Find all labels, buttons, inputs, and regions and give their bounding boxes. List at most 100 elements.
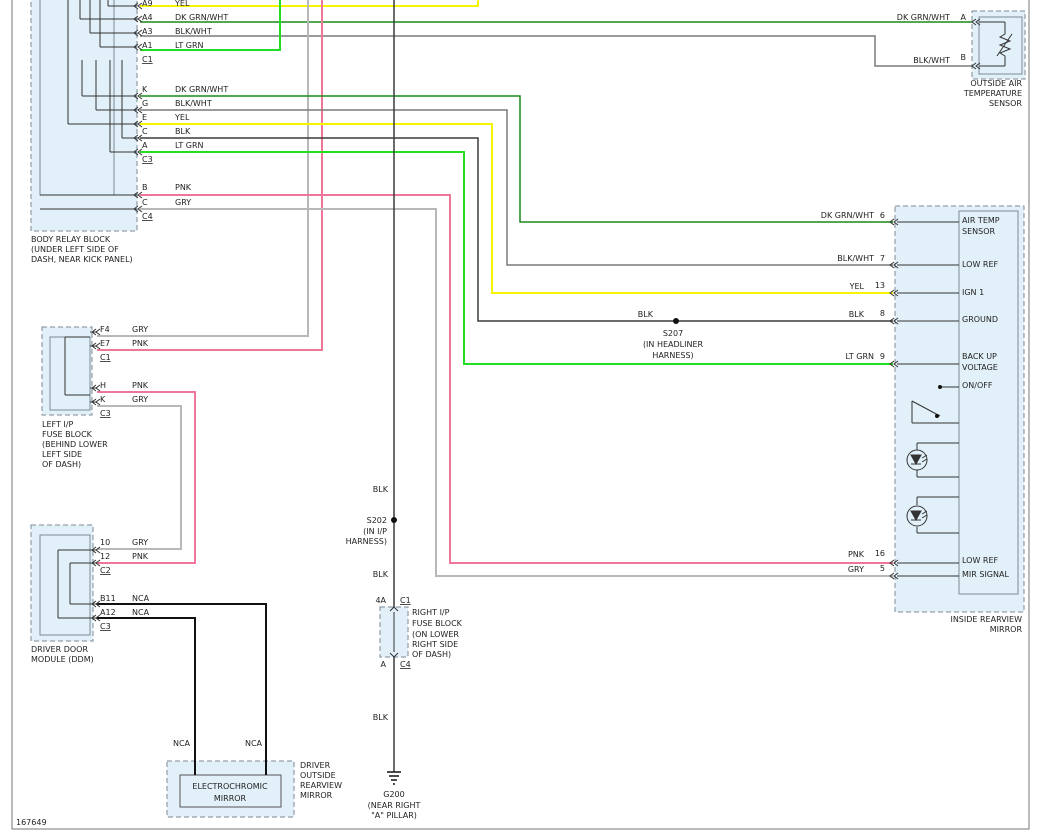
right-ip-fuse-block-label: RIGHT I/P	[412, 608, 450, 617]
diagram-label: HARNESS)	[652, 351, 693, 360]
driver-door-module: DRIVER DOOR MODULE (DDM)	[30, 524, 94, 664]
diagram-label: LOW REF	[962, 260, 999, 269]
diagram-label: E	[142, 113, 147, 122]
wire-blkwht-a3	[140, 35, 972, 67]
led-icon	[906, 505, 928, 527]
diagram-label: K	[100, 395, 106, 404]
diagram-label: 16	[875, 549, 885, 558]
body-relay-block: BODY RELAY BLOCK (UNDER LEFT SIDE OF DAS…	[30, 0, 138, 264]
connector-chevron-icon	[133, 15, 139, 23]
diagram-label: OF DASH)	[412, 650, 451, 659]
diagram-label: C4	[400, 660, 411, 669]
connector-chevron-icon	[91, 559, 97, 567]
diagram-label: MODULE (DDM)	[31, 655, 94, 664]
diagram-label: DASH, NEAR KICK PANEL)	[31, 255, 133, 264]
diagram-id: 167649	[16, 818, 47, 827]
diagram-label: BLK	[175, 127, 191, 136]
diagram-label: GRY	[848, 565, 864, 574]
driver-outside-mirror-label: DRIVER	[300, 761, 331, 770]
diagram-label: PNK	[132, 339, 149, 348]
diagram-label: MIRROR	[300, 791, 333, 800]
connector-chevron-icon	[91, 546, 97, 554]
diagram-label: GROUND	[962, 315, 998, 324]
diagram-label: REARVIEW	[300, 781, 342, 790]
diagram-label: IGN 1	[962, 288, 984, 297]
connector-chevron-icon	[893, 218, 899, 226]
wire-pnk-b	[140, 194, 893, 564]
wire-gry-k	[97, 405, 182, 550]
connector-chevron-icon	[95, 559, 101, 567]
diagram-label: NCA	[173, 739, 191, 748]
diagram-label: PNK	[132, 381, 149, 390]
wire-blk-c	[140, 137, 893, 322]
diagram-label: DK GRN/WHT	[175, 13, 228, 22]
diagram-label: MIRROR	[214, 794, 247, 803]
diagram-label: C	[142, 127, 148, 136]
diagram-label: YEL	[849, 282, 865, 291]
diagram-label: 10	[100, 538, 110, 547]
connector-chevron-icon	[889, 360, 895, 368]
ground-icon	[387, 771, 401, 785]
diagram-label: SENSOR	[989, 99, 1022, 108]
diagram-label: LT GRN	[175, 41, 204, 50]
diagram-label: B	[142, 183, 148, 192]
wire-blkwht-g	[140, 109, 893, 266]
connector-chevron-icon	[893, 261, 899, 269]
thermistor-icon	[998, 30, 1012, 60]
connector-chevron-icon	[975, 62, 981, 70]
diagram-label: DK GRN/WHT	[897, 13, 950, 22]
diagram-label: A	[381, 660, 387, 669]
connector-chevron-icon	[137, 2, 143, 10]
diagram-label: "A" PILLAR)	[371, 811, 417, 820]
wire-nca-b11	[97, 603, 267, 775]
connector-chevron-icon	[95, 328, 101, 336]
connector-chevron-icon	[889, 218, 895, 226]
diagram-label: RIGHT SIDE	[412, 640, 458, 649]
wire-pnk-h	[97, 391, 196, 564]
diagram-label: BLK	[373, 570, 389, 579]
diagram-label: TEMPERATURE	[963, 89, 1022, 98]
diagram-label: YEL	[174, 113, 190, 122]
diagram-label: GRY	[132, 325, 148, 334]
left-ip-fuse-block: LEFT I/P FUSE BLOCK (BEHIND LOWER LEFT S…	[41, 326, 108, 469]
diagram-label: VOLTAGE	[962, 363, 998, 372]
diagram-label: A4	[142, 13, 153, 22]
diagram-label: BLK	[638, 310, 654, 319]
diagram-label: C2	[100, 566, 111, 575]
connector-chevron-icon	[137, 191, 143, 199]
inside-mirror-label: INSIDE REARVIEW	[950, 615, 1022, 624]
wire-yel-e	[140, 123, 893, 294]
connector-chevron-icon	[893, 572, 899, 580]
connector-chevron-icon	[889, 317, 895, 325]
connector-chevron-icon	[893, 559, 899, 567]
connector-chevron-icon	[91, 384, 97, 392]
diagram-label: A3	[142, 27, 153, 36]
connector-chevron-icon	[889, 289, 895, 297]
diagram-label: 8	[880, 309, 885, 318]
body-relay-block-label: BODY RELAY BLOCK	[31, 235, 111, 244]
connector-chevron-icon	[893, 317, 899, 325]
diagram-label: C1	[100, 353, 111, 362]
diagram-label: LT GRN	[845, 352, 874, 361]
connector-chevron-icon	[137, 15, 143, 23]
diagram-label: 9	[880, 352, 885, 361]
inside-rearview-mirror: INSIDE REARVIEW MIRROR AIR TEMP SENSOR L…	[894, 205, 1025, 634]
diagram-frame	[11, 0, 1030, 830]
connector-chevron-icon	[133, 191, 139, 199]
connector-chevron-icon	[975, 18, 981, 26]
wire-dkgrnwht-k	[140, 95, 893, 223]
connector-chevron-icon	[137, 43, 143, 51]
diagram-label: PNK	[175, 183, 192, 192]
connector-chevron-icon	[133, 205, 139, 213]
connector-chevron-icon	[137, 148, 143, 156]
connector-chevron-icon	[137, 92, 143, 100]
connector-chevron-icon	[95, 398, 101, 406]
diagram-label: C3	[142, 155, 153, 164]
diagram-label: K	[142, 85, 148, 94]
diagram-label: YEL	[174, 0, 190, 8]
diagram-label: BLK	[373, 485, 389, 494]
connector-chevron-icon	[889, 559, 895, 567]
diagram-label: 6	[880, 211, 885, 220]
wire-yel-a9	[140, 0, 479, 7]
